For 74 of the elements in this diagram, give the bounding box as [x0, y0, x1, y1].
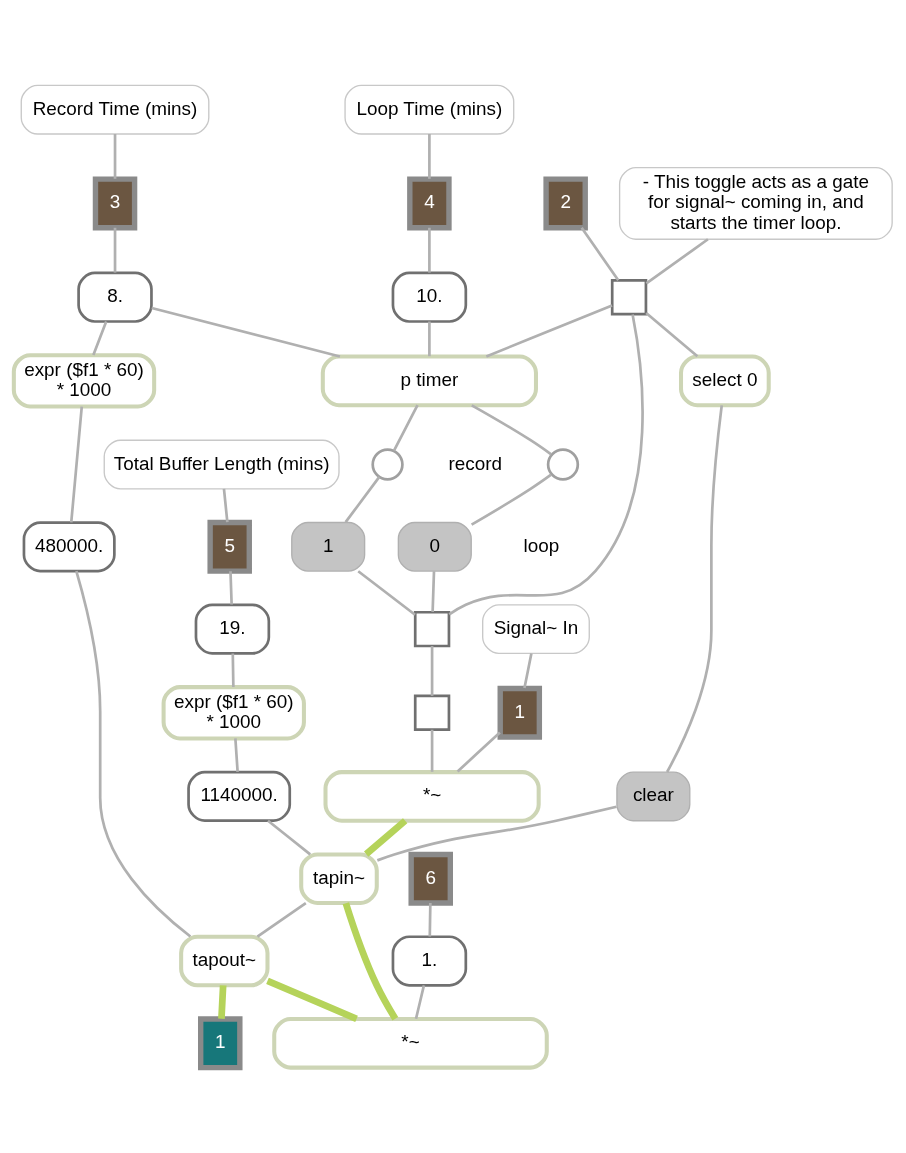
node-circle	[546, 448, 580, 481]
connector	[234, 738, 239, 772]
node-box: select 0	[679, 354, 771, 408]
connector	[428, 903, 432, 937]
connector	[471, 404, 552, 456]
connector	[266, 977, 358, 1022]
connector	[431, 571, 436, 612]
connector	[92, 321, 108, 356]
node-box	[413, 610, 451, 648]
connector	[470, 473, 552, 526]
connector	[75, 570, 192, 938]
node-box: expr ($f1 * 60) * 1000	[161, 685, 306, 741]
node-box: 19.	[194, 603, 271, 655]
connector	[580, 227, 620, 282]
connector	[342, 902, 399, 1021]
connector	[523, 653, 533, 689]
connector	[218, 985, 227, 1019]
node-box: 2	[543, 176, 588, 231]
node-box: 4	[407, 176, 452, 231]
label: record	[448, 452, 503, 474]
connector	[428, 227, 431, 273]
node-box: 3	[92, 176, 138, 231]
connector	[428, 134, 431, 179]
node-box: Total Buffer Length (mins)	[103, 439, 340, 490]
connector	[485, 304, 613, 358]
node-box: Signal~ In	[482, 604, 590, 655]
connector	[357, 570, 416, 616]
node-box: tapin~	[299, 852, 379, 906]
connector	[448, 314, 644, 616]
connector	[113, 134, 117, 179]
node-box: *~	[272, 1017, 549, 1070]
connector	[430, 646, 434, 696]
connector	[344, 476, 381, 523]
node-box: 1140000.	[187, 770, 292, 823]
connector	[231, 653, 235, 687]
connector	[414, 985, 426, 1020]
node-box: tapout~	[179, 934, 270, 988]
node-box: expr ($f1 * 60) * 1000	[11, 353, 157, 409]
connector	[428, 321, 431, 357]
connector	[364, 818, 408, 857]
connector	[456, 731, 501, 773]
node-box: 6	[408, 851, 453, 906]
node-box: 480000.	[22, 521, 116, 573]
node-box	[413, 694, 451, 731]
node-box: 8.	[77, 271, 153, 323]
connector	[376, 805, 617, 862]
node-box: 0	[397, 521, 472, 572]
node-box: 1	[497, 685, 543, 740]
node-box: *~	[323, 770, 541, 823]
connector	[151, 306, 341, 358]
connector	[430, 729, 434, 772]
node-circle	[371, 448, 404, 481]
node-box: Loop Time (mins)	[344, 84, 515, 135]
node-box: 10.	[391, 271, 468, 323]
node-box: Record Time (mins)	[20, 84, 210, 135]
connector	[222, 488, 229, 523]
connector	[229, 571, 233, 605]
connector	[113, 227, 117, 273]
connector	[69, 406, 84, 523]
connector	[392, 404, 419, 452]
label: loop	[523, 534, 560, 556]
connector	[267, 819, 311, 856]
node-box: 1.	[391, 935, 468, 987]
node-box: clear	[616, 771, 691, 822]
node-box: 1	[291, 521, 366, 572]
node-box: 5	[207, 519, 252, 574]
node-box	[610, 279, 648, 316]
connector	[665, 405, 724, 773]
connector	[645, 238, 709, 285]
node-box: p timer	[320, 354, 538, 408]
connector	[645, 312, 699, 358]
node-box: 1	[198, 1016, 243, 1071]
connector	[256, 902, 307, 938]
node-box: - This toggle acts as a gate for signal~ coming in, and starts the timer loop.	[618, 167, 893, 240]
